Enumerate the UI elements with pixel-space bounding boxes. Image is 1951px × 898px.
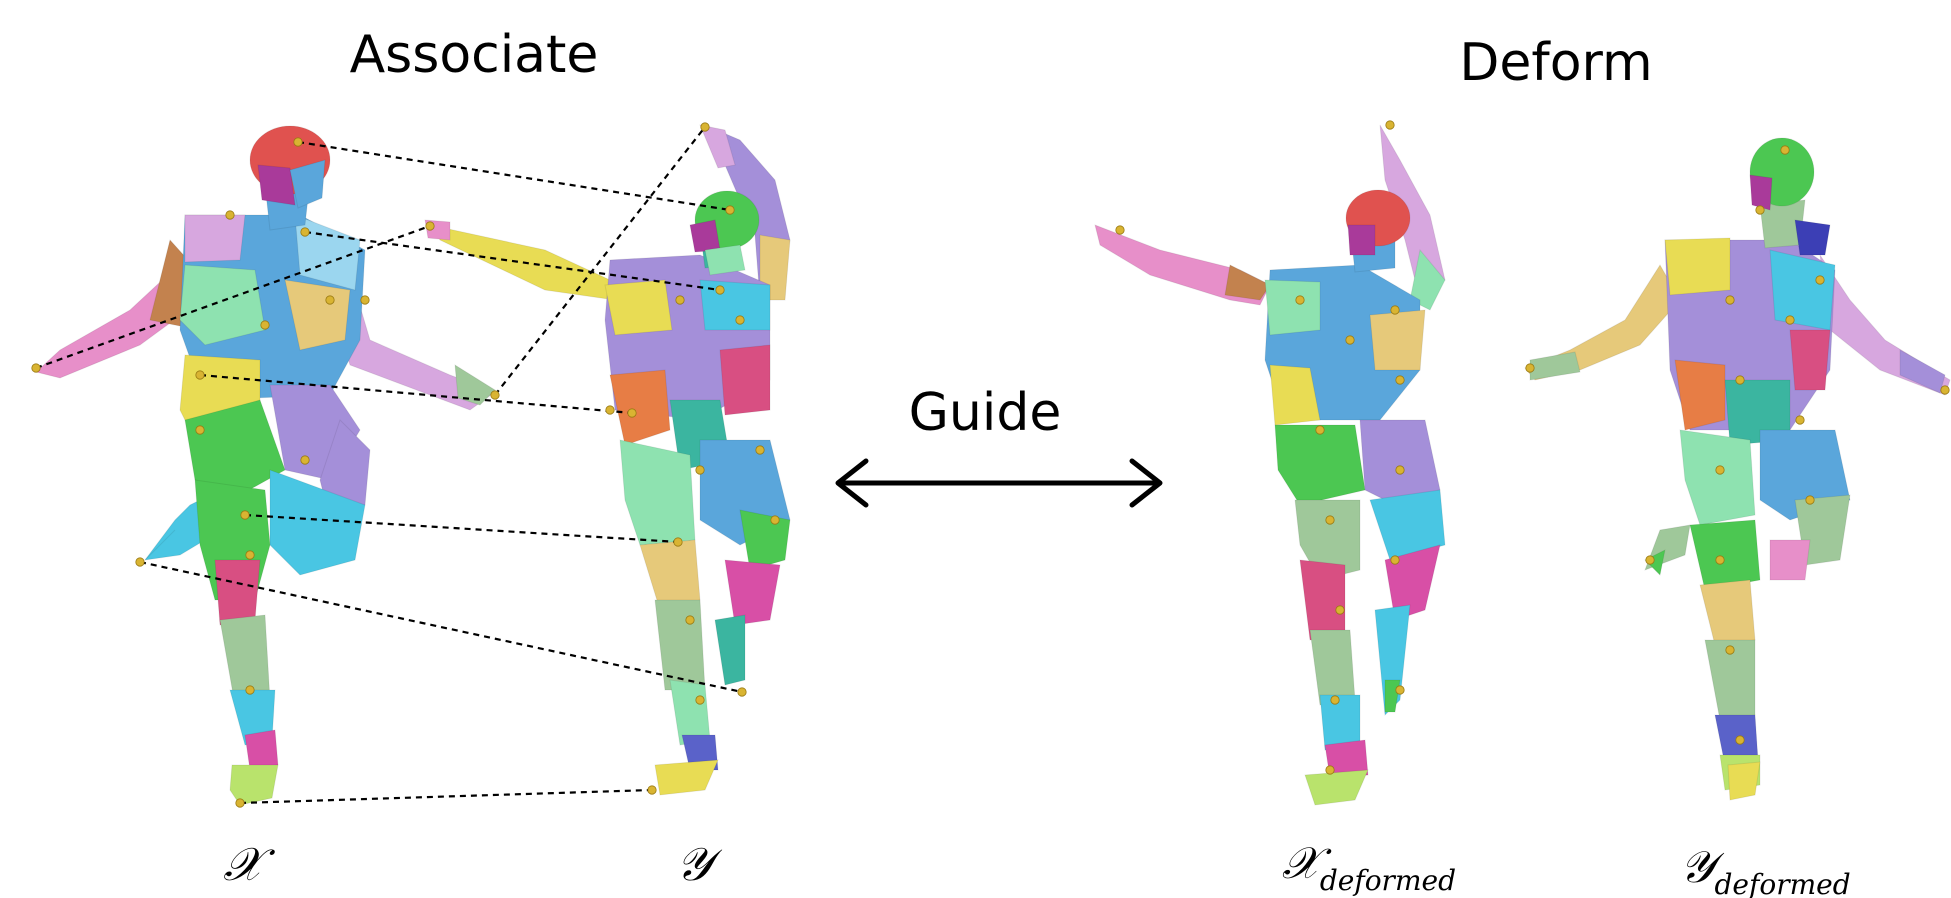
joint-dot bbox=[241, 511, 249, 519]
corr-line-head bbox=[298, 142, 730, 210]
joint-dot bbox=[1816, 276, 1824, 284]
joint-dot bbox=[1331, 696, 1339, 704]
joint-dot bbox=[736, 316, 744, 324]
joint-dot bbox=[1526, 364, 1534, 372]
joint-dot bbox=[1396, 376, 1404, 384]
joint-dot bbox=[1346, 336, 1354, 344]
joint-dot bbox=[1781, 146, 1789, 154]
svg-text:𝒴deformed: 𝒴deformed bbox=[1680, 842, 1851, 898]
joint-dot bbox=[1736, 376, 1744, 384]
joint-dot bbox=[1726, 646, 1734, 654]
joint-dot bbox=[1396, 466, 1404, 474]
joint-dot bbox=[246, 551, 254, 559]
joint-dot bbox=[226, 211, 234, 219]
svg-text:𝒳: 𝒳 bbox=[223, 837, 275, 891]
label-x-deformed: 𝒳deformed bbox=[1282, 838, 1456, 897]
joint-dot bbox=[136, 558, 144, 566]
joint-dot bbox=[1796, 416, 1804, 424]
label-y: 𝒴 bbox=[676, 837, 723, 891]
joint-dot bbox=[1941, 386, 1949, 394]
joint-dot bbox=[196, 426, 204, 434]
joint-dot bbox=[246, 686, 254, 694]
joint-dot bbox=[1646, 556, 1654, 564]
body-y bbox=[425, 125, 790, 795]
joint-dot bbox=[1736, 736, 1744, 744]
joint-dot bbox=[1316, 426, 1324, 434]
joint-dot bbox=[1386, 121, 1394, 129]
joint-dot bbox=[756, 446, 764, 454]
joint-dot bbox=[491, 391, 499, 399]
joint-dot bbox=[426, 222, 434, 230]
joint-dot bbox=[1296, 296, 1304, 304]
joint-dot bbox=[1756, 206, 1764, 214]
joint-dot bbox=[1716, 466, 1724, 474]
guide-double-arrow bbox=[838, 461, 1160, 505]
joint-dot bbox=[1716, 556, 1724, 564]
joint-dot bbox=[1326, 516, 1334, 524]
deform-title: Deform bbox=[1459, 33, 1652, 93]
joint-dot bbox=[716, 286, 724, 294]
joint-dot bbox=[236, 799, 244, 807]
joint-dot bbox=[1726, 296, 1734, 304]
body-y-deformed bbox=[1525, 138, 1950, 800]
joint-dot bbox=[686, 616, 694, 624]
joint-dot bbox=[326, 296, 334, 304]
joint-dot bbox=[628, 409, 636, 417]
joint-dot bbox=[676, 296, 684, 304]
joint-dot bbox=[674, 538, 682, 546]
svg-text:𝒴: 𝒴 bbox=[676, 837, 723, 891]
joint-dot bbox=[294, 138, 302, 146]
joint-dot bbox=[1396, 686, 1404, 694]
joint-dot bbox=[648, 786, 656, 794]
svg-text:𝒳deformed: 𝒳deformed bbox=[1282, 838, 1456, 897]
joint-dot bbox=[738, 688, 746, 696]
joint-dot bbox=[696, 466, 704, 474]
joint-dot bbox=[606, 406, 614, 414]
joint-dot bbox=[1786, 316, 1794, 324]
joint-dot bbox=[1391, 556, 1399, 564]
joint-dot bbox=[771, 516, 779, 524]
joint-dot bbox=[361, 296, 369, 304]
joint-dot bbox=[701, 123, 709, 131]
label-x: 𝒳 bbox=[223, 837, 275, 891]
joint-dot bbox=[696, 696, 704, 704]
joint-dot bbox=[261, 321, 269, 329]
label-y-deformed: 𝒴deformed bbox=[1680, 842, 1851, 898]
joint-dot bbox=[301, 228, 309, 236]
joint-dot bbox=[1391, 306, 1399, 314]
joint-dot bbox=[1326, 766, 1334, 774]
corr-line-foot bbox=[240, 790, 652, 803]
joint-dot bbox=[1116, 226, 1124, 234]
joint-dot bbox=[32, 364, 40, 372]
joint-dot bbox=[1336, 606, 1344, 614]
joint-dot bbox=[1806, 496, 1814, 504]
associate-title: Associate bbox=[350, 25, 599, 85]
joint-dot bbox=[196, 371, 204, 379]
body-x-deformed bbox=[1095, 125, 1445, 805]
joint-dot bbox=[726, 206, 734, 214]
guide-label: Guide bbox=[909, 383, 1062, 443]
joint-dot bbox=[301, 456, 309, 464]
